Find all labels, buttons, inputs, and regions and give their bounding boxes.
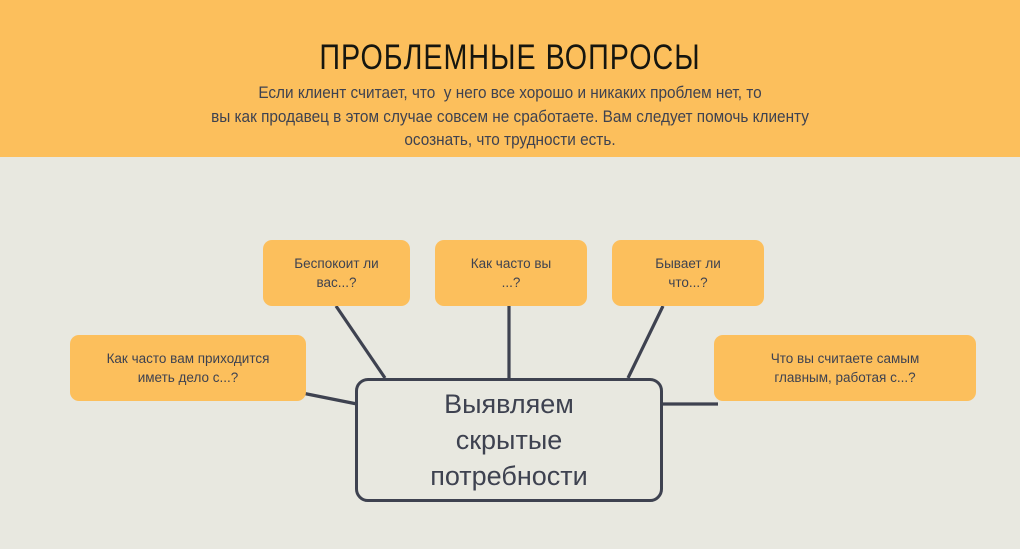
question-node-right[interactable]: Что вы считаете самым главным, работая с… <box>714 335 976 401</box>
question-node-right-label: Что вы считаете самым главным, работая с… <box>771 349 920 387</box>
subtitle-line-3: осознать, что трудности есть. <box>404 131 616 149</box>
question-label-line-2: вас...? <box>316 275 357 290</box>
question-label-line-1: Что вы считаете самым <box>770 351 920 366</box>
question-node-top-right[interactable]: Бывает ли что...? <box>612 240 764 306</box>
center-node[interactable]: Выявляем скрытые потребности <box>355 378 663 502</box>
question-label-line-2: ...? <box>501 275 521 290</box>
center-label-line-3: потребности <box>430 461 588 491</box>
connector-top-right <box>626 305 665 379</box>
question-node-top-right-label: Бывает ли что...? <box>655 254 721 292</box>
question-label-line-2: главным, работая с...? <box>774 370 916 385</box>
center-label-line-2: скрытые <box>455 425 563 455</box>
header-band: ПРОБЛЕМНЫЕ ВОПРОСЫ Если клиент считает, … <box>0 0 1020 157</box>
question-label-line-1: Как часто вам приходится <box>106 351 270 366</box>
page-title: ПРОБЛЕМНЫЕ ВОПРОСЫ <box>319 38 701 77</box>
question-node-top-center[interactable]: Как часто вы ...? <box>435 240 587 306</box>
center-label-line-1: Выявляем <box>444 389 574 419</box>
connector-left <box>301 391 358 406</box>
question-label-line-2: что...? <box>668 275 708 290</box>
question-node-top-left[interactable]: Беспокоит ли вас...? <box>263 240 410 306</box>
question-node-top-left-label: Беспокоит ли вас...? <box>294 254 378 292</box>
connector-lines <box>301 305 718 406</box>
question-node-left-label: Как часто вам приходится иметь дело с...… <box>107 349 270 387</box>
question-label-line-1: Беспокоит ли <box>294 256 379 271</box>
subtitle-line-2: вы как продавец в этом случае совсем не … <box>211 107 809 126</box>
question-label-line-1: Бывает ли <box>655 256 721 271</box>
question-node-top-center-label: Как часто вы ...? <box>471 254 552 292</box>
center-node-label: Выявляем скрытые потребности <box>430 386 587 494</box>
connector-top-left <box>334 305 387 379</box>
question-node-left[interactable]: Как часто вам приходится иметь дело с...… <box>70 335 306 401</box>
question-label-line-1: Как часто вы <box>470 256 552 271</box>
slide-subtitle: Если клиент считает, что у него все хоро… <box>36 82 985 153</box>
mind-map-diagram: Беспокоит ли вас...? Как часто вы ...? Б… <box>0 157 1020 549</box>
question-label-line-2: иметь дело с...? <box>137 370 239 385</box>
subtitle-line-1: Если клиент считает, что у него все хоро… <box>258 84 762 102</box>
